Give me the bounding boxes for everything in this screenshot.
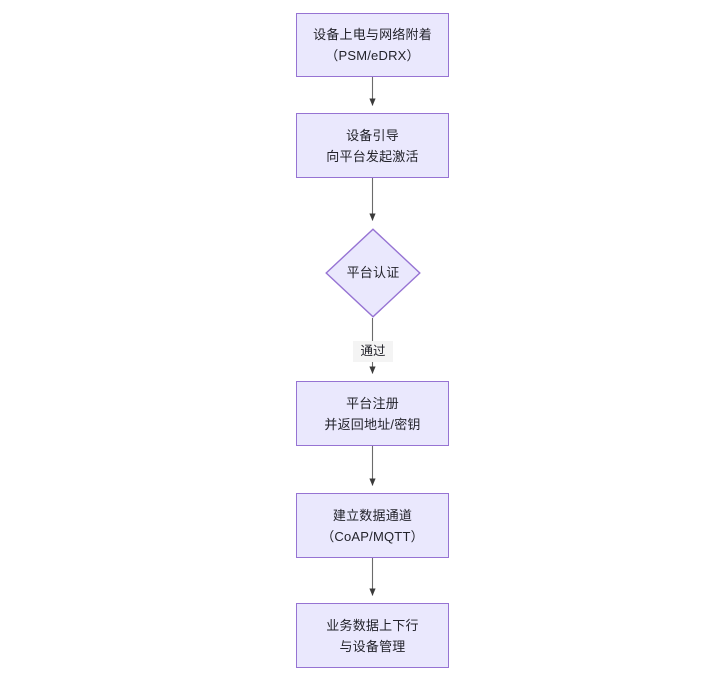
node-label-line: 建立数据通道: [332, 507, 413, 523]
node-device-power-on[interactable]: 设备上电与网络附着 （PSM/eDRX）: [296, 13, 449, 77]
node-label-line: 设备引导: [346, 127, 399, 143]
node-label-line: 向平台发起激活: [326, 148, 419, 164]
node-label-line: 并返回地址/密钥: [324, 416, 421, 432]
diamond-shape-icon: [325, 228, 421, 318]
node-label-line: 设备上电与网络附着: [313, 27, 432, 42]
node-label-line: 平台认证: [346, 265, 400, 280]
node-establish-data-channel[interactable]: 建立数据通道 （CoAP/MQTT）: [296, 493, 449, 558]
node-label-line: 业务数据上下行: [326, 617, 419, 633]
node-label-line: （CoAP/MQTT）: [321, 528, 424, 544]
node-platform-auth-decision[interactable]: 平台认证: [325, 228, 421, 318]
node-business-data-and-device-management[interactable]: 业务数据上下行 与设备管理: [296, 603, 449, 668]
edge-label-pass: 通过: [353, 341, 393, 362]
node-device-bootstrap[interactable]: 设备引导 向平台发起激活: [296, 113, 449, 178]
node-platform-register[interactable]: 平台注册 并返回地址/密钥: [296, 381, 449, 446]
node-label-line: 平台注册: [346, 395, 399, 411]
node-label-line: 与设备管理: [339, 638, 406, 654]
node-label-line: （PSM/eDRX）: [325, 48, 420, 63]
